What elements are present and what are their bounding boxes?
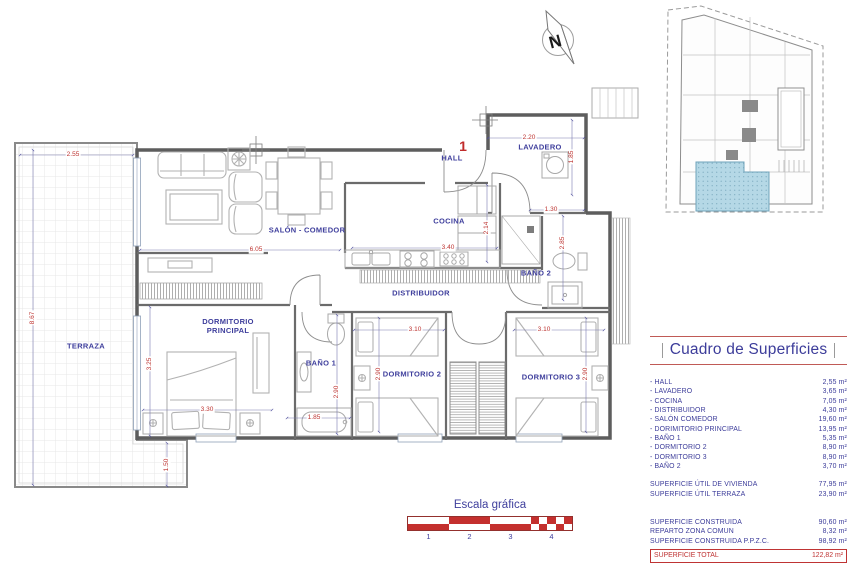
salon-furniture bbox=[147, 146, 333, 273]
lavadero-furniture bbox=[501, 151, 569, 265]
cocina-furniture bbox=[344, 185, 501, 269]
dim-lavadero-height: 1.85 bbox=[567, 149, 576, 165]
dim-dorm2-width: 3.10 bbox=[407, 325, 423, 334]
surface-table-title: Cuadro de Superficies bbox=[669, 341, 828, 358]
title-divider-left bbox=[661, 342, 663, 358]
scale-bar-bottom-row bbox=[408, 523, 572, 530]
dim-lavadero-width: 2.20 bbox=[521, 133, 537, 142]
room-label-distribuidor: DISTRIBUIDOR bbox=[392, 288, 450, 298]
dim-bano1-width: 1.85 bbox=[306, 413, 322, 422]
scale-bar bbox=[407, 516, 573, 531]
dorm-principal-furniture bbox=[142, 332, 270, 437]
total-area-row: SUPERFICIE TOTAL 122,82 m² bbox=[650, 549, 847, 564]
graphic-scale: Escala gráfica 1 2 3 4 bbox=[406, 499, 574, 541]
dim-cocina-width: 3.40 bbox=[440, 243, 456, 252]
scale-bar-top-row bbox=[408, 517, 572, 524]
dim-dorm2-height: 2.90 bbox=[374, 366, 383, 382]
compass-north-letter: N bbox=[547, 31, 564, 53]
table-row: SUPERFICIE CONSTRUIDA P.P.Z.C.98,92 m² bbox=[650, 537, 847, 545]
graphic-scale-title: Escala gráfica bbox=[453, 499, 527, 511]
dim-salon-width: 6.05 bbox=[248, 245, 264, 254]
room-label-dormitorio-principal: DORMITORIO PRINCIPAL bbox=[202, 317, 254, 335]
room-label-salon-comedor: SALÓN - COMEDOR bbox=[268, 225, 346, 235]
room-label-bano1: BAÑO 1 bbox=[305, 358, 337, 368]
room-label-lavadero: LAVADERO bbox=[518, 142, 562, 152]
bano2-furniture bbox=[547, 252, 588, 309]
room-label-bano2: BAÑO 2 bbox=[520, 268, 552, 278]
dim-terraza-width: 2.55 bbox=[65, 150, 81, 159]
key-plan bbox=[665, 5, 824, 213]
dim-cocina-height: 2.14 bbox=[482, 220, 491, 236]
dim-bano1-height: 2.90 bbox=[332, 384, 341, 400]
windows bbox=[133, 157, 563, 443]
surface-table-title-row: Cuadro de Superficies bbox=[650, 336, 847, 365]
interior-walls bbox=[137, 181, 610, 440]
closets bbox=[449, 361, 506, 435]
entry-number: 1 bbox=[459, 138, 467, 154]
dim-dormppal-height: 3.25 bbox=[145, 356, 154, 372]
dim-bano2-height: 2.85 bbox=[558, 235, 567, 251]
radiator-hatch bbox=[139, 282, 263, 300]
scale-bar-numbers: 1 2 3 4 bbox=[426, 532, 554, 541]
dim-dorm3-height: 2.90 bbox=[581, 366, 590, 382]
room-label-dormitorio2: DORMITORIO 2 bbox=[382, 369, 442, 379]
dim-dormppal-width: 3.30 bbox=[199, 405, 215, 414]
room-label-cocina: COCINA bbox=[433, 216, 465, 226]
column-grid-markers bbox=[242, 106, 498, 164]
dim-terraza-height: 8.67 bbox=[28, 310, 37, 326]
dorm2-furniture bbox=[353, 317, 439, 437]
terraza-area bbox=[14, 142, 188, 488]
dim-bano2-width: 1.30 bbox=[543, 205, 559, 214]
party-wall-hatch bbox=[591, 87, 639, 345]
title-divider-right bbox=[834, 342, 836, 358]
room-label-hall: HALL bbox=[441, 153, 463, 163]
corridor-hatch bbox=[359, 269, 541, 284]
room-label-terraza: TERRAZA bbox=[67, 341, 105, 351]
dorm3-furniture bbox=[515, 317, 609, 437]
room-label-dormitorio3: DORMITORIO 3 bbox=[521, 372, 581, 382]
north-arrow: N bbox=[542, 9, 575, 65]
dim-dorm3-width: 3.10 bbox=[536, 325, 552, 334]
dim-terraza-step: 1.50 bbox=[162, 457, 171, 473]
